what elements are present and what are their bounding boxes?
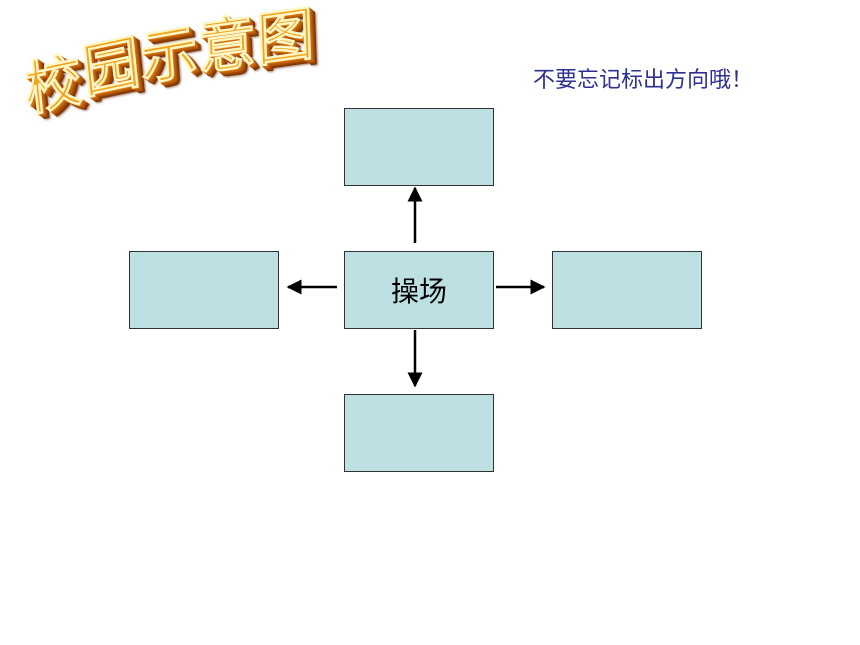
title-char-4: 意 <box>197 6 257 84</box>
box-playground: 操场 <box>344 251 494 329</box>
title-char-5: 图 <box>255 0 315 76</box>
box-west[interactable] <box>129 251 279 329</box>
title-char-3: 示 <box>138 15 201 95</box>
wordart-title: 校 园 示 意 图 <box>21 0 332 134</box>
reminder-text: 不要忘记标出方向哦！ <box>533 68 754 93</box>
box-south[interactable] <box>344 394 494 472</box>
title-char-1: 校 <box>21 44 85 126</box>
box-east[interactable] <box>552 251 702 329</box>
box-north[interactable] <box>344 108 494 186</box>
title-char-2: 园 <box>79 26 143 108</box>
